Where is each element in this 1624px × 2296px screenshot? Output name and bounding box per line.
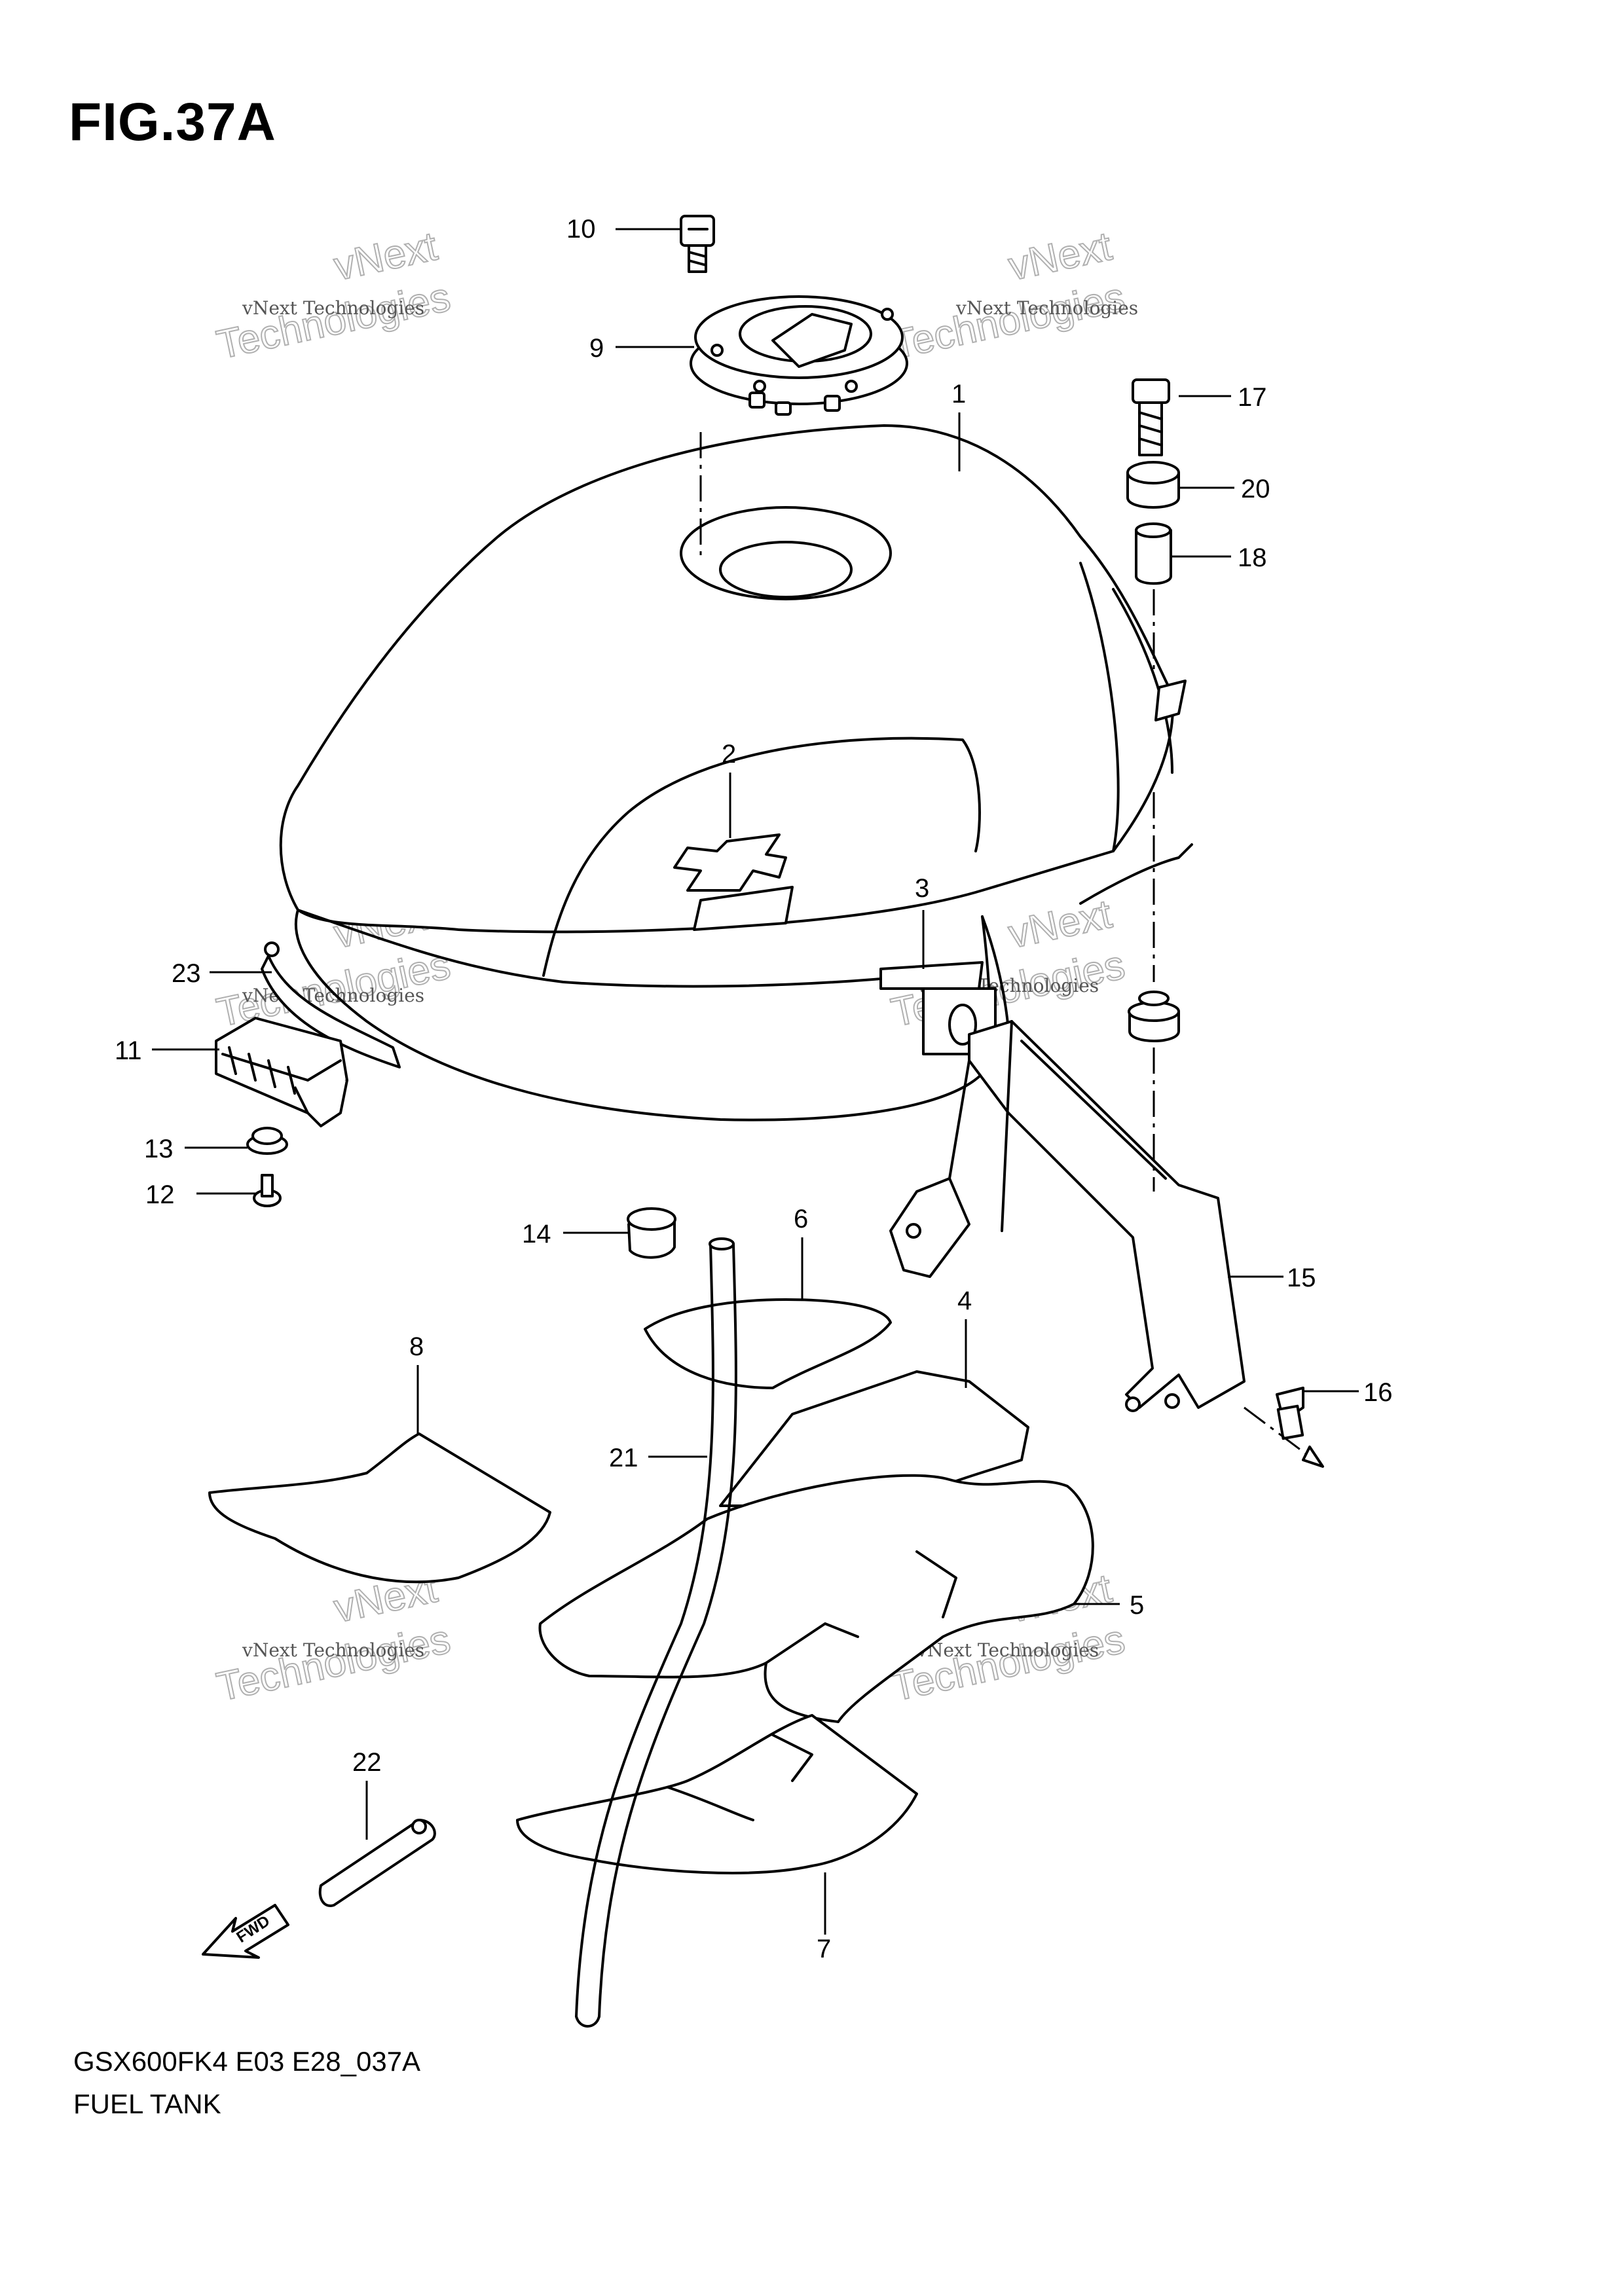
part-emblem-2 <box>673 833 794 931</box>
part-bolt-16 <box>1276 1387 1304 1440</box>
watermark-text-large: Technologies <box>213 1616 454 1710</box>
part-bolt-17 <box>1132 378 1170 456</box>
callout-12: 12 <box>145 1180 175 1209</box>
callout-3: 3 <box>915 874 929 903</box>
callout-9: 9 <box>589 334 604 363</box>
figure-name: FUEL TANK <box>73 2088 221 2119</box>
callout-23: 23 <box>172 959 201 988</box>
figure-title: FIG.37A <box>69 92 276 152</box>
arrow-tip-16 <box>1302 1446 1324 1468</box>
part-pad-8 <box>208 1432 551 1584</box>
part-collar-20 <box>1126 461 1180 509</box>
part-pad-6 <box>644 1298 892 1389</box>
part-fuel-tank-1 <box>279 424 1193 1121</box>
callout-4: 4 <box>957 1286 972 1315</box>
watermark-text-small: vNext Technologies <box>242 1639 424 1661</box>
part-bracket-15 <box>889 1020 1246 1412</box>
callout-10: 10 <box>566 215 596 244</box>
part-damper-14 <box>627 1207 676 1259</box>
part-screw-12 <box>253 1174 282 1207</box>
watermark-text-large: Technologies <box>213 274 454 368</box>
callout-22: 22 <box>352 1748 382 1777</box>
part-pad-5 <box>538 1474 1094 1723</box>
watermark-text-small: vNext Technologies <box>242 297 424 319</box>
part-strap-23 <box>261 941 401 1068</box>
callout-13: 13 <box>144 1135 174 1163</box>
callout-11: 11 <box>115 1036 142 1065</box>
callout-18: 18 <box>1238 543 1267 572</box>
callout-7: 7 <box>817 1935 831 1963</box>
part-hose-21 <box>575 1237 737 2028</box>
callout-8: 8 <box>409 1332 424 1361</box>
callout-5: 5 <box>1130 1591 1144 1620</box>
callout-17: 17 <box>1238 383 1267 412</box>
callout-1: 1 <box>951 380 966 409</box>
part-pad-7 <box>516 1714 918 1874</box>
callout-14: 14 <box>522 1220 551 1248</box>
leader-dash-bolt-16 <box>1244 1406 1323 1468</box>
model-code: GSX600FK4 E03 E28_037A <box>73 2046 421 2077</box>
callout-15: 15 <box>1287 1264 1316 1292</box>
callout-2: 2 <box>722 740 736 769</box>
watermark-text-small: vNext Technologies <box>955 297 1138 319</box>
part-bolt-10 <box>680 215 715 273</box>
part-band-3 <box>879 961 984 990</box>
watermark-text-small: vNext Technologies <box>916 1639 1099 1661</box>
forward-direction-badge: FWD <box>202 1904 289 1959</box>
part-damper-19 <box>1128 991 1180 1042</box>
watermark-text-large: Technologies <box>887 274 1128 368</box>
callout-16: 16 <box>1363 1378 1393 1407</box>
callout-group: 10 9 1 17 20 18 2 3 23 11 13 12 <box>115 215 1393 1963</box>
part-cushion-11 <box>215 1017 348 1127</box>
part-grommet-13 <box>246 1127 288 1155</box>
watermark-text-small: vNext Technologies <box>242 985 424 1006</box>
part-spacer-18 <box>1135 522 1172 585</box>
callout-20: 20 <box>1241 475 1270 503</box>
part-band-22 <box>318 1819 436 1907</box>
callout-6: 6 <box>794 1205 808 1233</box>
callout-21: 21 <box>609 1444 638 1472</box>
part-fuel-cap-9 <box>690 295 908 416</box>
